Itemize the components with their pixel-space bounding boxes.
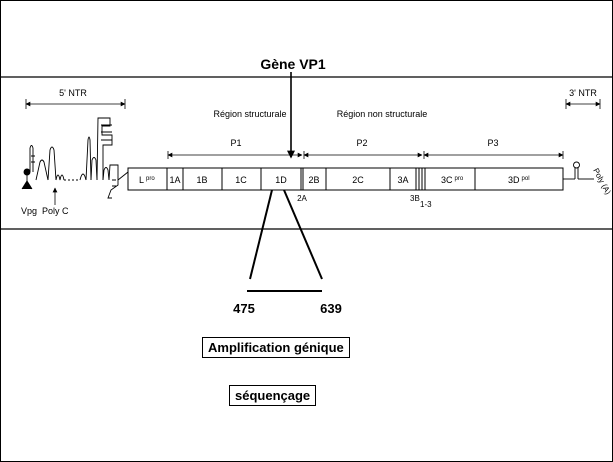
zoom-line-right <box>284 190 322 279</box>
precursor-label-p1: P1 <box>230 138 241 148</box>
precursor-label-p2: P2 <box>356 138 367 148</box>
segment-1b: 1B <box>196 175 207 185</box>
zoom-line-left <box>250 190 272 279</box>
amplicon-end-label: 639 <box>320 301 342 316</box>
utr5-structure <box>22 118 128 198</box>
polyc-label: Poly C <box>42 206 69 216</box>
polya-label: Poly (A) <box>591 167 612 197</box>
segment-1a: 1A <box>169 175 180 185</box>
segment-2a-label: 2A <box>297 194 307 203</box>
segment-2c: 2C <box>352 175 364 185</box>
sequencing-box: séquençage <box>229 385 316 406</box>
segment-3a: 3A <box>397 175 408 185</box>
utr3-structure <box>563 162 594 179</box>
polyprotein <box>128 168 563 190</box>
amplicon-start-label: 475 <box>233 301 255 316</box>
segment-3b-label: 3B1-3 <box>410 194 432 209</box>
segment-1c: 1C <box>235 175 247 185</box>
diagram-title: Gène VP1 <box>260 56 326 72</box>
utr3-label: 3' NTR <box>569 88 597 98</box>
vpg-label: Vpg <box>21 206 37 216</box>
utr5-label: 5' NTR <box>59 88 87 98</box>
segment-2b: 2B <box>308 175 319 185</box>
amplification-box: Amplification génique <box>202 337 350 358</box>
structural-region-label: Région structurale <box>213 109 286 119</box>
segment-1d: 1D <box>275 175 287 185</box>
precursor-label-p3: P3 <box>487 138 498 148</box>
nonstructural-region-label: Région non structurale <box>337 109 428 119</box>
